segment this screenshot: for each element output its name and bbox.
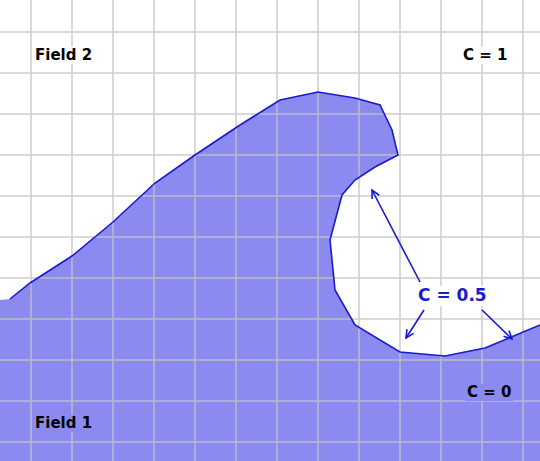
value-label: C = 1 (461, 47, 509, 64)
value-label: C = 0 (465, 384, 513, 401)
value-label: C = 0.5 (416, 286, 489, 306)
field-label: Field 1 (33, 415, 94, 432)
interface-line (10, 92, 540, 356)
liquid-region (0, 92, 540, 461)
field-label: Field 2 (33, 47, 94, 64)
leader-arrows (372, 190, 512, 339)
